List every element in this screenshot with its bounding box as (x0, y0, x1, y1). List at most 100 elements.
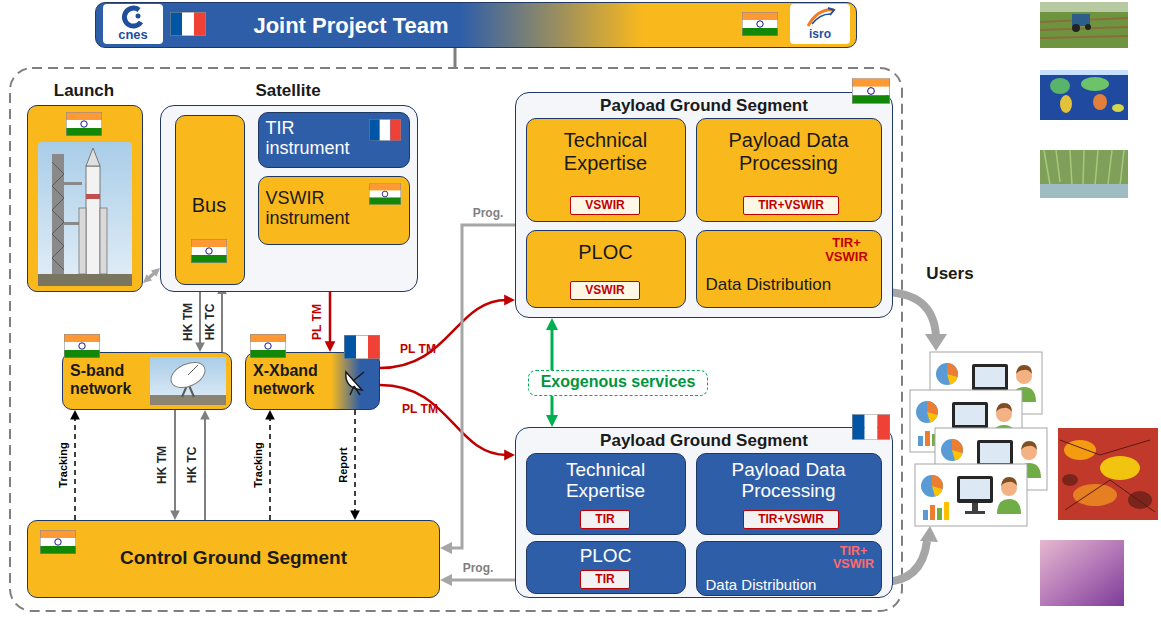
launch-box: Launch (27, 105, 143, 292)
user-icons (910, 352, 1047, 526)
connector (380, 385, 515, 460)
flag-icon (170, 12, 206, 36)
flag-icon (66, 112, 102, 136)
satellite-box: SatelliteBusTIR instrumentVSWIR instrume… (160, 105, 418, 292)
connector (265, 410, 275, 520)
node-text: Data Distribution (706, 275, 856, 295)
arrow-head (151, 268, 160, 277)
connector-line (199, 285, 201, 345)
node-text: TIR+VSWIR (744, 512, 838, 526)
function-box: PLOC TIR (526, 541, 686, 594)
connector-line (204, 417, 206, 520)
node-text: Technical Expertise (527, 129, 685, 175)
tag-box: VSWIR (570, 281, 640, 300)
arrow-head (325, 341, 336, 352)
edge-label: PL TM (402, 403, 438, 416)
node-text: PLOC (527, 545, 685, 567)
connector-line (74, 417, 76, 520)
tag-box: VSWIR (570, 196, 640, 215)
connector (70, 410, 80, 520)
tag-box: TIR+VSWIR (743, 196, 839, 215)
connector (143, 268, 160, 283)
connector-line (221, 292, 223, 352)
node-text: VSWIR (571, 198, 639, 212)
node-text: Technical Expertise (527, 459, 685, 503)
function-box: Data DistributionTIR+ VSWIR (696, 541, 882, 596)
arrow-head (195, 342, 205, 352)
node-text: VSWIR (571, 283, 639, 297)
service-box: Exogenous services (528, 370, 708, 396)
arrow-head (546, 318, 558, 330)
function-box: Data Distribution TIR+ VSWIR (696, 230, 882, 308)
function-box: Payload Data ProcessingTIR+VSWIR (696, 118, 882, 222)
connector-line (174, 410, 176, 513)
arrow-head (170, 510, 180, 520)
function-box: Payload Data ProcessingTIR+VSWIR (696, 453, 882, 535)
arrow-head (440, 574, 452, 586)
node-text: Payload Ground Segment (516, 96, 892, 116)
arrow-head (440, 542, 452, 554)
edge-label: PL TM (400, 343, 436, 356)
flag-icon (742, 12, 778, 36)
rocket-photo (38, 142, 132, 286)
connector (440, 574, 515, 586)
network-box: S-band network (62, 352, 232, 410)
flag-icon (852, 414, 890, 440)
connector (440, 225, 515, 554)
team-banner: Joint Project Team (95, 2, 857, 48)
flag-icon (852, 78, 890, 104)
node-note: TIR+ VSWIR (831, 545, 877, 573)
connector (170, 410, 180, 520)
cnes-logo (103, 4, 163, 44)
instrument-box: TIR instrument (258, 112, 410, 168)
scope-outline (10, 68, 902, 611)
connector-line (449, 579, 515, 582)
segment-box: Control Ground Segment (27, 520, 440, 598)
instrument-box: VSWIR instrument (258, 176, 410, 245)
function-box: Technical ExpertiseVSWIR (526, 118, 686, 222)
connector (350, 410, 360, 520)
arrow-head (546, 415, 558, 427)
edge-label: Tracking (252, 442, 264, 487)
connector-line (380, 385, 507, 455)
tag-box: TIR (580, 570, 630, 589)
node-note: TIR+ VSWIR (820, 236, 874, 266)
node-text: TIR (581, 572, 629, 586)
arrow-head (504, 295, 515, 306)
node-text: Payload Ground Segment (516, 431, 892, 451)
edge-label: HK TM (182, 303, 195, 341)
segment-box: Payload Ground SegmentTechnical Expertis… (515, 427, 893, 598)
segment-box: Payload Ground SegmentTechnical Expertis… (515, 92, 893, 318)
connector (217, 285, 227, 353)
connector-line (354, 410, 356, 513)
bus-box: Bus (175, 115, 245, 285)
edge-label: Report (337, 447, 349, 482)
node-text: Launch (26, 81, 142, 101)
connector (380, 295, 515, 368)
group-label: Users (926, 265, 973, 284)
node-text: Payload Data Processing (697, 129, 881, 175)
connector-line (449, 225, 515, 548)
team-link (454, 48, 457, 68)
node-text: Payload Data Processing (697, 459, 881, 503)
node-text: TIR instrument (266, 118, 366, 159)
edge-label: HK TC (204, 304, 217, 341)
node-text: TIR (581, 512, 629, 526)
edge-label: Prog. (463, 562, 494, 575)
connector (546, 396, 558, 427)
arrow-head (70, 410, 80, 420)
edge-label: Tracking (57, 442, 69, 487)
tag-box: TIR+VSWIR (743, 510, 839, 529)
antenna-photo (150, 357, 226, 405)
arrow-head (265, 410, 275, 420)
flag-icon (40, 530, 76, 554)
node-text: TIR+VSWIR (744, 198, 838, 212)
node-text: S-band network (70, 362, 152, 399)
connector-line (380, 300, 507, 368)
flag-icon (344, 334, 380, 360)
connector (195, 285, 205, 353)
flag-icon (191, 239, 227, 263)
connector (200, 410, 210, 520)
edge-label: HK TC (186, 447, 199, 484)
edge-label: PL TM (311, 304, 324, 340)
